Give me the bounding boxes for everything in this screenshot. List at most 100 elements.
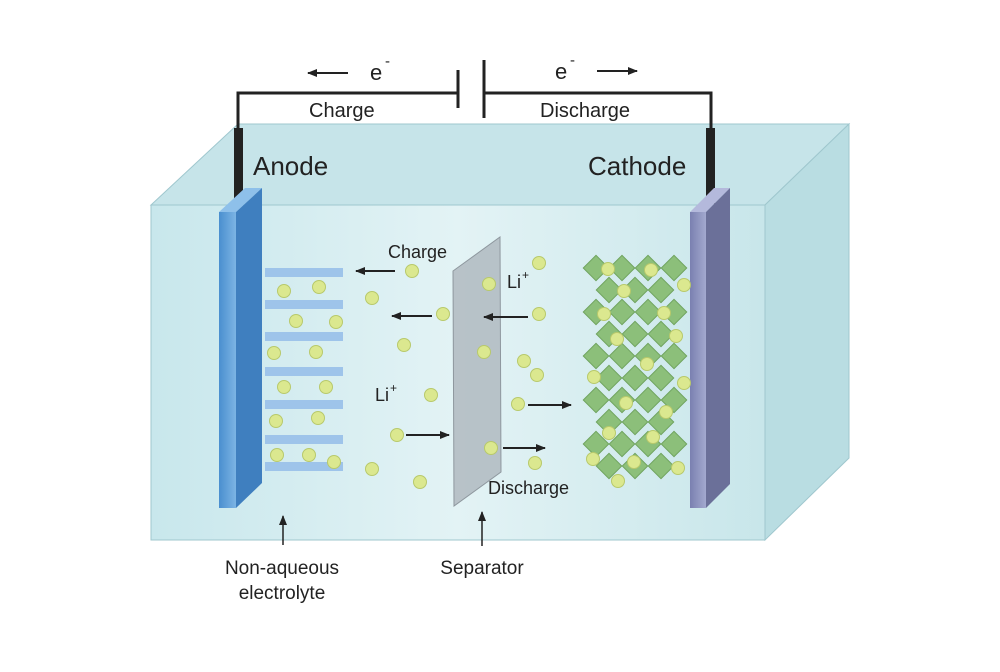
- lithium-ion: [659, 405, 673, 419]
- cathode-crystal: [647, 452, 675, 480]
- cathode-terminal: [706, 128, 715, 204]
- anode-terminal: [234, 128, 243, 204]
- circuit-discharge-label: Discharge: [540, 100, 630, 122]
- electron-label-right: e: [555, 59, 567, 84]
- lithium-ion: [397, 338, 411, 352]
- lithium-ion: [413, 475, 427, 489]
- ion-discharge-label: Discharge: [488, 478, 569, 498]
- cathode-plate-top: [690, 188, 730, 212]
- lithium-ion: [424, 388, 438, 402]
- circuit-charge-label: Charge: [309, 100, 375, 122]
- lithium-ion: [477, 345, 491, 359]
- lithium-ion: [671, 461, 685, 475]
- lithium-ion: [532, 307, 546, 321]
- cathode-crystal: [660, 430, 688, 458]
- lithium-ions: [267, 256, 691, 489]
- lithium-ion: [677, 278, 691, 292]
- lithium-ion: [270, 448, 284, 462]
- electron-superscript-right: -: [570, 52, 575, 69]
- lithium-ion: [327, 455, 341, 469]
- lithium-ion: [517, 354, 531, 368]
- graphite-layer: [265, 332, 343, 341]
- graphite-layer: [265, 400, 343, 409]
- lithium-ion: [312, 280, 326, 294]
- lithium-ion: [365, 462, 379, 476]
- lithium-ion: [646, 430, 660, 444]
- lithium-ion: [644, 263, 658, 277]
- cathode-crystal: [621, 276, 649, 304]
- lithium-ion: [302, 448, 316, 462]
- lithium-ion: [610, 332, 624, 346]
- cathode-plate-side: [706, 188, 730, 508]
- lithium-ion: [289, 314, 303, 328]
- graphite-layer: [265, 367, 343, 376]
- lithium-ion: [601, 262, 615, 276]
- electron-flow-right: e -: [555, 52, 638, 84]
- cathode-crystal: [582, 386, 610, 414]
- cathode-crystal: [595, 408, 623, 436]
- lithium-ion: [511, 397, 525, 411]
- lithium-ion: [436, 307, 450, 321]
- graphite-layer: [265, 268, 343, 277]
- lithium-ion: [311, 411, 325, 425]
- lithium-ion: [627, 455, 641, 469]
- li-superscript-left: +: [390, 381, 397, 395]
- li-ion-label-left: Li +: [375, 381, 397, 405]
- lithium-ion: [617, 284, 631, 298]
- cathode-crystal: [608, 430, 636, 458]
- cathode-crystal: [595, 452, 623, 480]
- cathode-crystal: [660, 254, 688, 282]
- lithium-ion: [640, 357, 654, 371]
- electron-label-left: e: [370, 60, 382, 85]
- cathode-plate-front: [690, 212, 706, 508]
- li-superscript-right: +: [522, 268, 529, 282]
- lithium-ion: [532, 256, 546, 270]
- cathode-crystal: [660, 342, 688, 370]
- electrolyte-label-line1: Non-aqueous: [225, 558, 339, 579]
- lithium-ion: [657, 306, 671, 320]
- graphite-layer: [265, 435, 343, 444]
- graphite-layer: [265, 462, 343, 471]
- lithium-ion: [530, 368, 544, 382]
- cathode-crystal: [647, 364, 675, 392]
- lithium-ion: [528, 456, 542, 470]
- lithium-ion: [597, 307, 611, 321]
- lithium-ion: [677, 376, 691, 390]
- cathode-crystal: [608, 298, 636, 326]
- ion-flow-arrows: [355, 267, 572, 452]
- lithium-ion: [611, 474, 625, 488]
- cathode-crystal: [595, 276, 623, 304]
- cathode-crystal: [582, 430, 610, 458]
- electron-flow-left: e -: [307, 53, 390, 85]
- lithium-ion: [390, 428, 404, 442]
- separator-label: Separator: [440, 558, 524, 579]
- anode-plate-side: [236, 188, 262, 508]
- lithium-ion: [309, 345, 323, 359]
- anode-plate-front: [219, 212, 236, 508]
- graphite-layer: [265, 300, 343, 309]
- electron-superscript-left: -: [385, 53, 390, 70]
- anode-label: Anode: [253, 151, 328, 181]
- li-ion-label-right: Li +: [507, 268, 529, 292]
- lithium-ion: [277, 284, 291, 298]
- cathode-crystal: [647, 320, 675, 348]
- lithium-ion: [669, 329, 683, 343]
- cathode-crystal: [621, 408, 649, 436]
- anode-plate: [219, 188, 262, 508]
- cathode-crystal: [647, 276, 675, 304]
- cathode-crystal: [621, 364, 649, 392]
- lithium-ion: [365, 291, 379, 305]
- lithium-ion: [405, 264, 419, 278]
- lithium-ion: [586, 452, 600, 466]
- lithium-ion: [319, 380, 333, 394]
- anode-plate-top: [219, 188, 262, 212]
- cathode-crystal: [608, 254, 636, 282]
- separator-membrane: [452, 236, 502, 507]
- li-label-left: Li: [375, 385, 389, 405]
- cathode-crystal: [595, 364, 623, 392]
- cathode-crystal: [634, 386, 662, 414]
- li-label-right: Li: [507, 272, 521, 292]
- cathode-crystal: [634, 298, 662, 326]
